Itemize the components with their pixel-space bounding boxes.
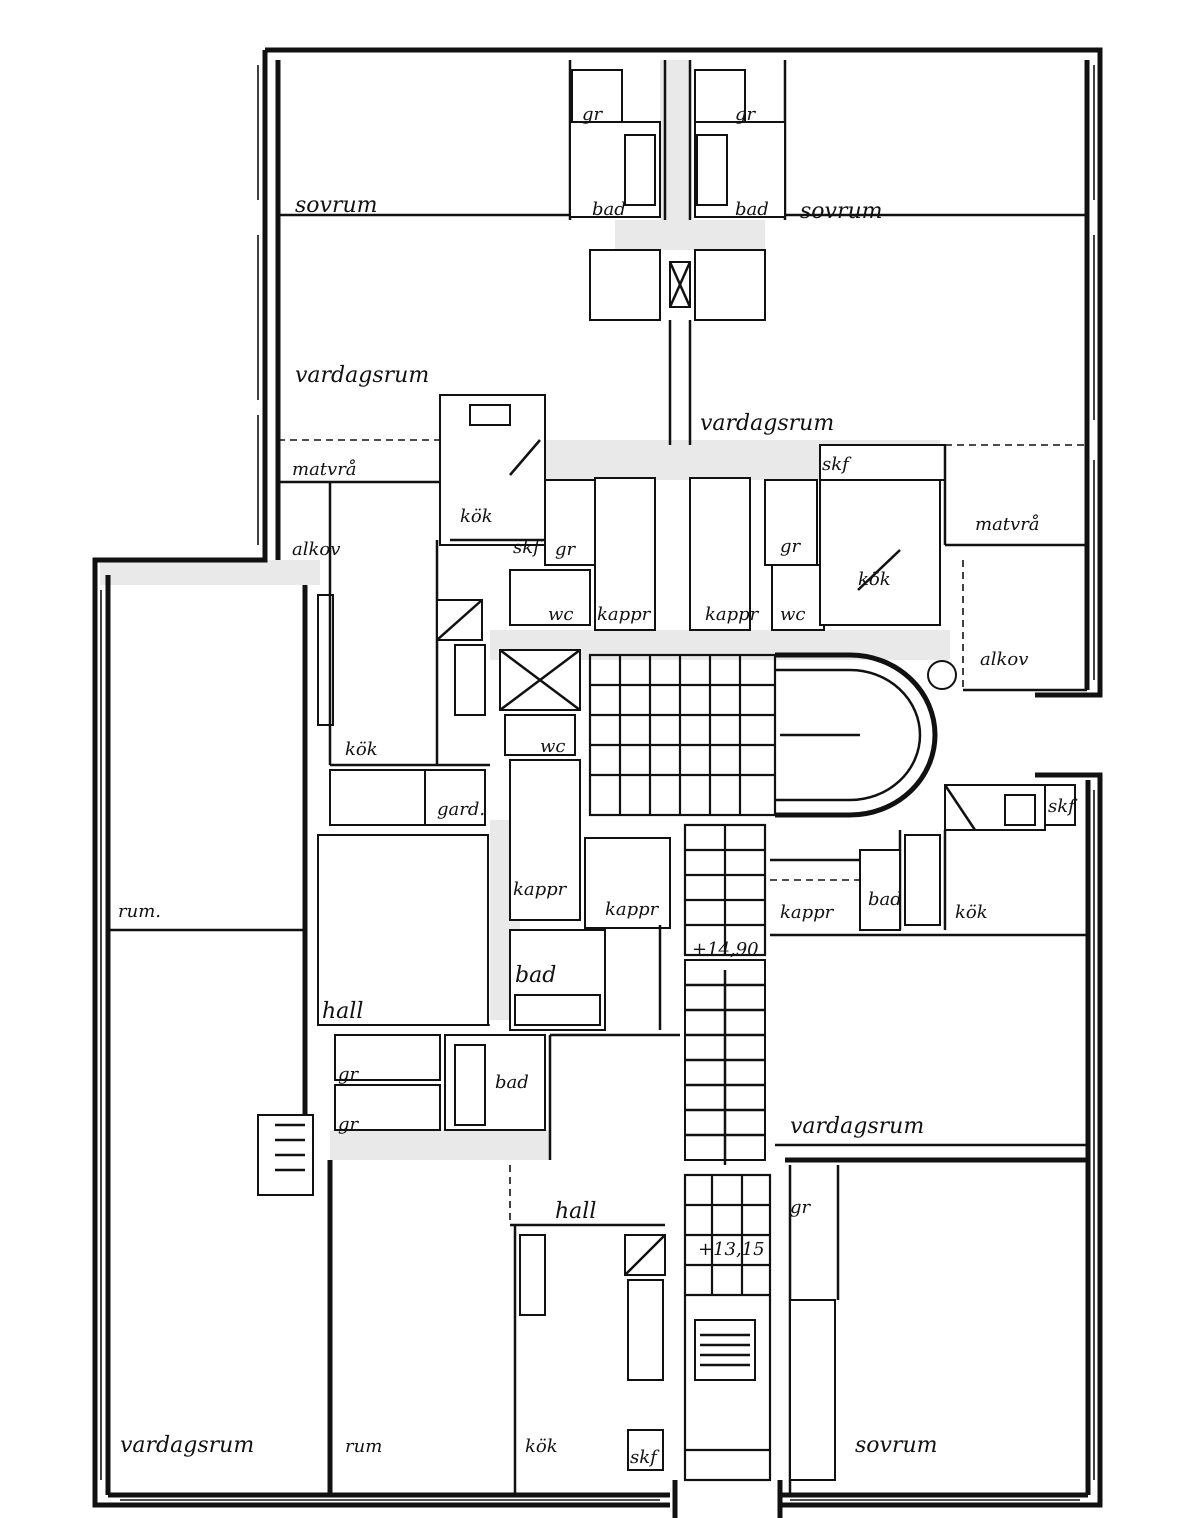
- label-bad-3: bad: [495, 1072, 529, 1093]
- label-alkov-w: alkov: [292, 539, 340, 560]
- label-wc-3: wc: [540, 736, 566, 757]
- label-gr-5: gr: [790, 1197, 812, 1218]
- label-gr-2: gr: [780, 536, 802, 557]
- outer-walls: [92, 47, 1103, 1508]
- label-hall-2: hall: [555, 1199, 596, 1224]
- label-gr-4: gr: [338, 1114, 360, 1135]
- label-wc-1: wc: [548, 604, 574, 625]
- label-vardagsrum-nw: vardagsrum: [295, 363, 429, 388]
- room-labels: sovrum sovrum sovrum gr gr bad bad varda…: [118, 104, 1078, 1468]
- label-kappr-5: kappr: [780, 902, 835, 923]
- label-sovrum-se: sovrum: [855, 1433, 938, 1458]
- west-interior-walls: [108, 585, 680, 1495]
- label-alkov-e: alkov: [980, 649, 1028, 670]
- label-bad-nw: bad: [592, 199, 626, 220]
- stair-core: [499, 649, 957, 1518]
- label-skf-4: skf: [630, 1447, 660, 1468]
- label-gr-3: gr: [338, 1064, 360, 1085]
- label-kappr-3: kappr: [513, 879, 568, 900]
- label-gard: gard.: [437, 799, 485, 820]
- label-gr-nw: gr: [582, 104, 604, 125]
- label-skf-3: skf: [1048, 796, 1078, 817]
- label-kok-5: kök: [525, 1436, 558, 1457]
- label-vardagsrum-e: vardagsrum: [790, 1114, 924, 1139]
- windows: [100, 65, 1095, 1501]
- label-matvra-w: matvrå: [292, 458, 357, 480]
- label-kappr-2: kappr: [705, 604, 760, 625]
- east-interior-walls: [770, 784, 1088, 1495]
- label-skf-1: skf: [513, 537, 543, 558]
- label-kok-1: kök: [460, 506, 493, 527]
- level-mark-lower: +13,15: [698, 1239, 765, 1260]
- label-matvra-e: matvrå: [975, 513, 1040, 535]
- label-bad-2: bad: [515, 963, 556, 988]
- label-kappr-4: kappr: [605, 899, 660, 920]
- label-vardagsrum-sw: vardagsrum: [120, 1433, 254, 1458]
- level-mark-upper: +14,90: [692, 939, 759, 960]
- label-gr-1: gr: [555, 539, 577, 560]
- label-wc-2: wc: [780, 604, 806, 625]
- label-sovrum-nw: sovrum: [295, 193, 378, 218]
- label-hall-1: hall: [322, 999, 363, 1024]
- label-rum-s: rum: [345, 1436, 382, 1457]
- label-skf-2: skf: [822, 454, 852, 475]
- label-kappr-1: kappr: [597, 604, 652, 625]
- label-kok-2: kök: [858, 569, 891, 590]
- label-kok-3: kök: [345, 739, 378, 760]
- label-gr-ne: gr: [735, 104, 757, 125]
- label-rum-w: rum.: [118, 901, 161, 922]
- north-interior-walls: [278, 60, 1087, 826]
- label-kok-4: kök: [955, 902, 988, 923]
- label-vardagsrum-ne: vardagsrum: [700, 411, 834, 436]
- label-sovrum-ne: sovrum: [800, 199, 883, 224]
- label-bad-ne: bad: [735, 199, 769, 220]
- label-bad-1: bad: [868, 889, 902, 910]
